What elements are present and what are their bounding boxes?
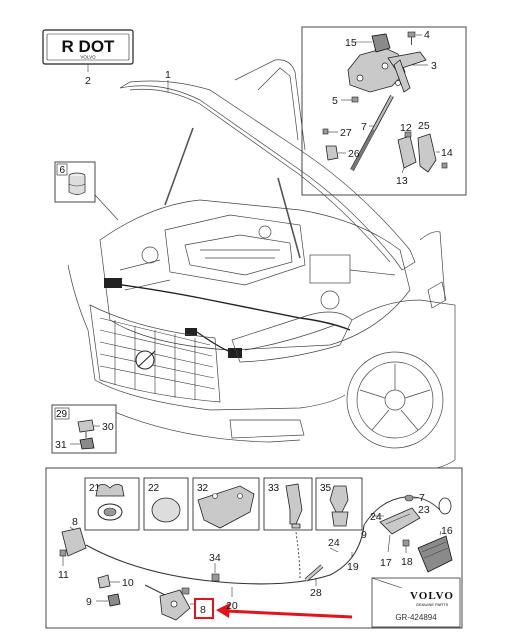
callout-22: 22 <box>148 483 160 494</box>
callout-24-right: 24 <box>370 511 382 523</box>
callout-13: 13 <box>396 175 408 187</box>
callout-11: 11 <box>58 569 69 581</box>
clip-9-icon <box>107 593 121 607</box>
callout-1: 1 <box>165 69 171 81</box>
callout-10: 10 <box>122 577 134 589</box>
clip-7-icon <box>404 494 414 502</box>
bolt-4-icon <box>407 31 416 45</box>
callout-30: 30 <box>102 421 114 433</box>
rubber-stop-icon <box>68 172 86 195</box>
hood-hinge-icon <box>347 33 427 93</box>
bracket-12-icon <box>397 131 417 169</box>
part-21-box: 21 <box>84 477 140 531</box>
cable-connector-28-icon <box>304 564 324 582</box>
callout-27: 27 <box>340 127 352 139</box>
callout-20: 20 <box>226 600 238 612</box>
bolt-5-icon <box>351 96 359 103</box>
callout-34: 34 <box>209 552 221 564</box>
callout-29: 29 <box>56 409 68 420</box>
callout-7-right: 7 <box>419 492 425 504</box>
highlight-arrow <box>216 603 353 619</box>
bracket-25-icon <box>417 133 437 173</box>
release-mechanism-panel: 21 22 32 33 35 <box>45 467 463 629</box>
screw-18-icon <box>402 539 410 547</box>
bracket-26-icon <box>325 145 339 161</box>
logo-brand: VOLVO <box>410 590 454 602</box>
callout-3: 3 <box>431 60 437 72</box>
part-32-box: 32 <box>192 477 260 531</box>
part-23-icon <box>438 497 452 515</box>
callout-8-top: 8 <box>72 516 78 528</box>
part-29-box: 29 <box>51 404 117 454</box>
callout-15: 15 <box>345 37 357 49</box>
wheel-spokes <box>359 364 431 431</box>
callout-26: 26 <box>348 148 360 160</box>
callout-12: 12 <box>400 122 412 134</box>
callout-14: 14 <box>441 147 453 159</box>
clip-27-icon <box>322 128 329 135</box>
callout-32: 32 <box>197 483 209 494</box>
part-22-box: 22 <box>143 477 189 531</box>
clip-30-icon <box>77 419 95 438</box>
callout-21: 21 <box>89 483 101 494</box>
callout-9-right: 9 <box>361 529 367 541</box>
volvo-logo-block: VOLVO GENUINE PARTS GR-424894 <box>371 577 461 628</box>
clip-10-icon <box>97 574 111 589</box>
gas-strut-icon <box>350 95 394 171</box>
badge-text: R DOT <box>62 37 116 56</box>
callout-5: 5 <box>332 95 338 107</box>
callout-25: 25 <box>418 120 430 132</box>
badge-subtext: VOLVO <box>80 55 96 60</box>
part-6-box: 6 <box>54 161 96 203</box>
logo-subline: GENUINE PARTS <box>416 602 449 607</box>
callout-4: 4 <box>424 29 430 41</box>
callout-16: 16 <box>441 525 453 537</box>
badge-emblem: R DOT VOLVO <box>42 29 134 65</box>
clip-34-icon <box>211 573 220 582</box>
callout-19: 19 <box>347 561 359 573</box>
clip-14-icon <box>441 162 448 169</box>
callout-33: 33 <box>268 483 280 494</box>
highlight-box-8: 8 <box>194 598 214 619</box>
callout-35: 35 <box>320 483 332 494</box>
clip-31-icon <box>79 437 95 450</box>
hood-latch-main-icon <box>159 587 191 621</box>
callout-28: 28 <box>310 587 322 599</box>
logo-code: GR-424894 <box>395 613 437 622</box>
callout-7: 7 <box>361 121 367 133</box>
release-handle-icon <box>379 507 421 535</box>
callout-18: 18 <box>401 556 413 568</box>
callout-17: 17 <box>380 557 392 569</box>
callout-23: 23 <box>418 504 430 516</box>
callout-2: 2 <box>85 75 91 87</box>
release-lever-16-icon <box>417 535 453 573</box>
part-33-box: 33 <box>263 477 313 531</box>
callout-8-highlight: 8 <box>200 604 206 616</box>
callout-31: 31 <box>55 439 67 451</box>
callout-6: 6 <box>60 165 66 176</box>
grille-pattern <box>99 317 216 400</box>
callout-9-left: 9 <box>86 596 92 608</box>
callout-24: 24 <box>328 537 340 549</box>
car-illustration <box>67 59 456 471</box>
part-35-box: 35 <box>315 477 363 531</box>
hinge-detail-box <box>301 26 467 196</box>
